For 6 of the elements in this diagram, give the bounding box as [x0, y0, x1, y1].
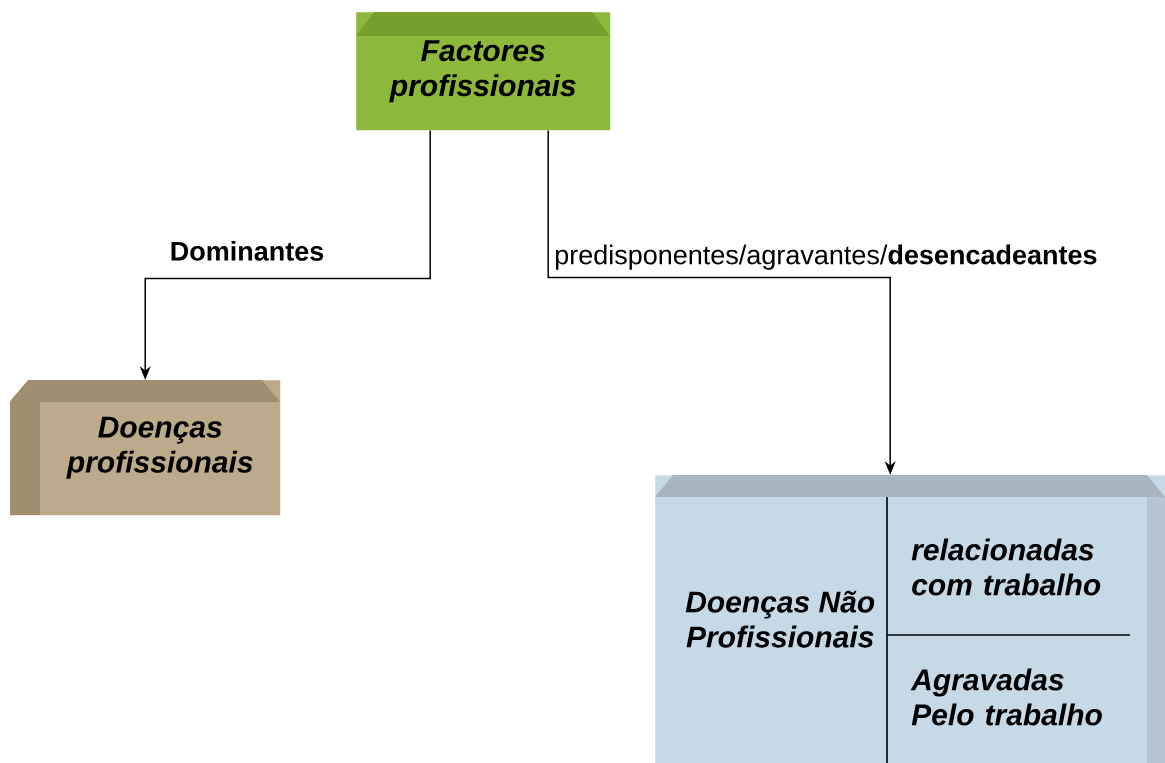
edge-label: predisponentes/agravantes/desencadeantes	[553, 243, 1099, 271]
edge-label: Dominantes	[168, 239, 326, 262]
cell-text: relacionadas com trabalho	[911, 538, 1101, 596]
block-box: Factores profissionais	[356, 12, 611, 131]
cell-text: Agravadas Pelo trabalho	[910, 668, 1102, 726]
block-box: Doenças profissionais	[10, 380, 281, 516]
